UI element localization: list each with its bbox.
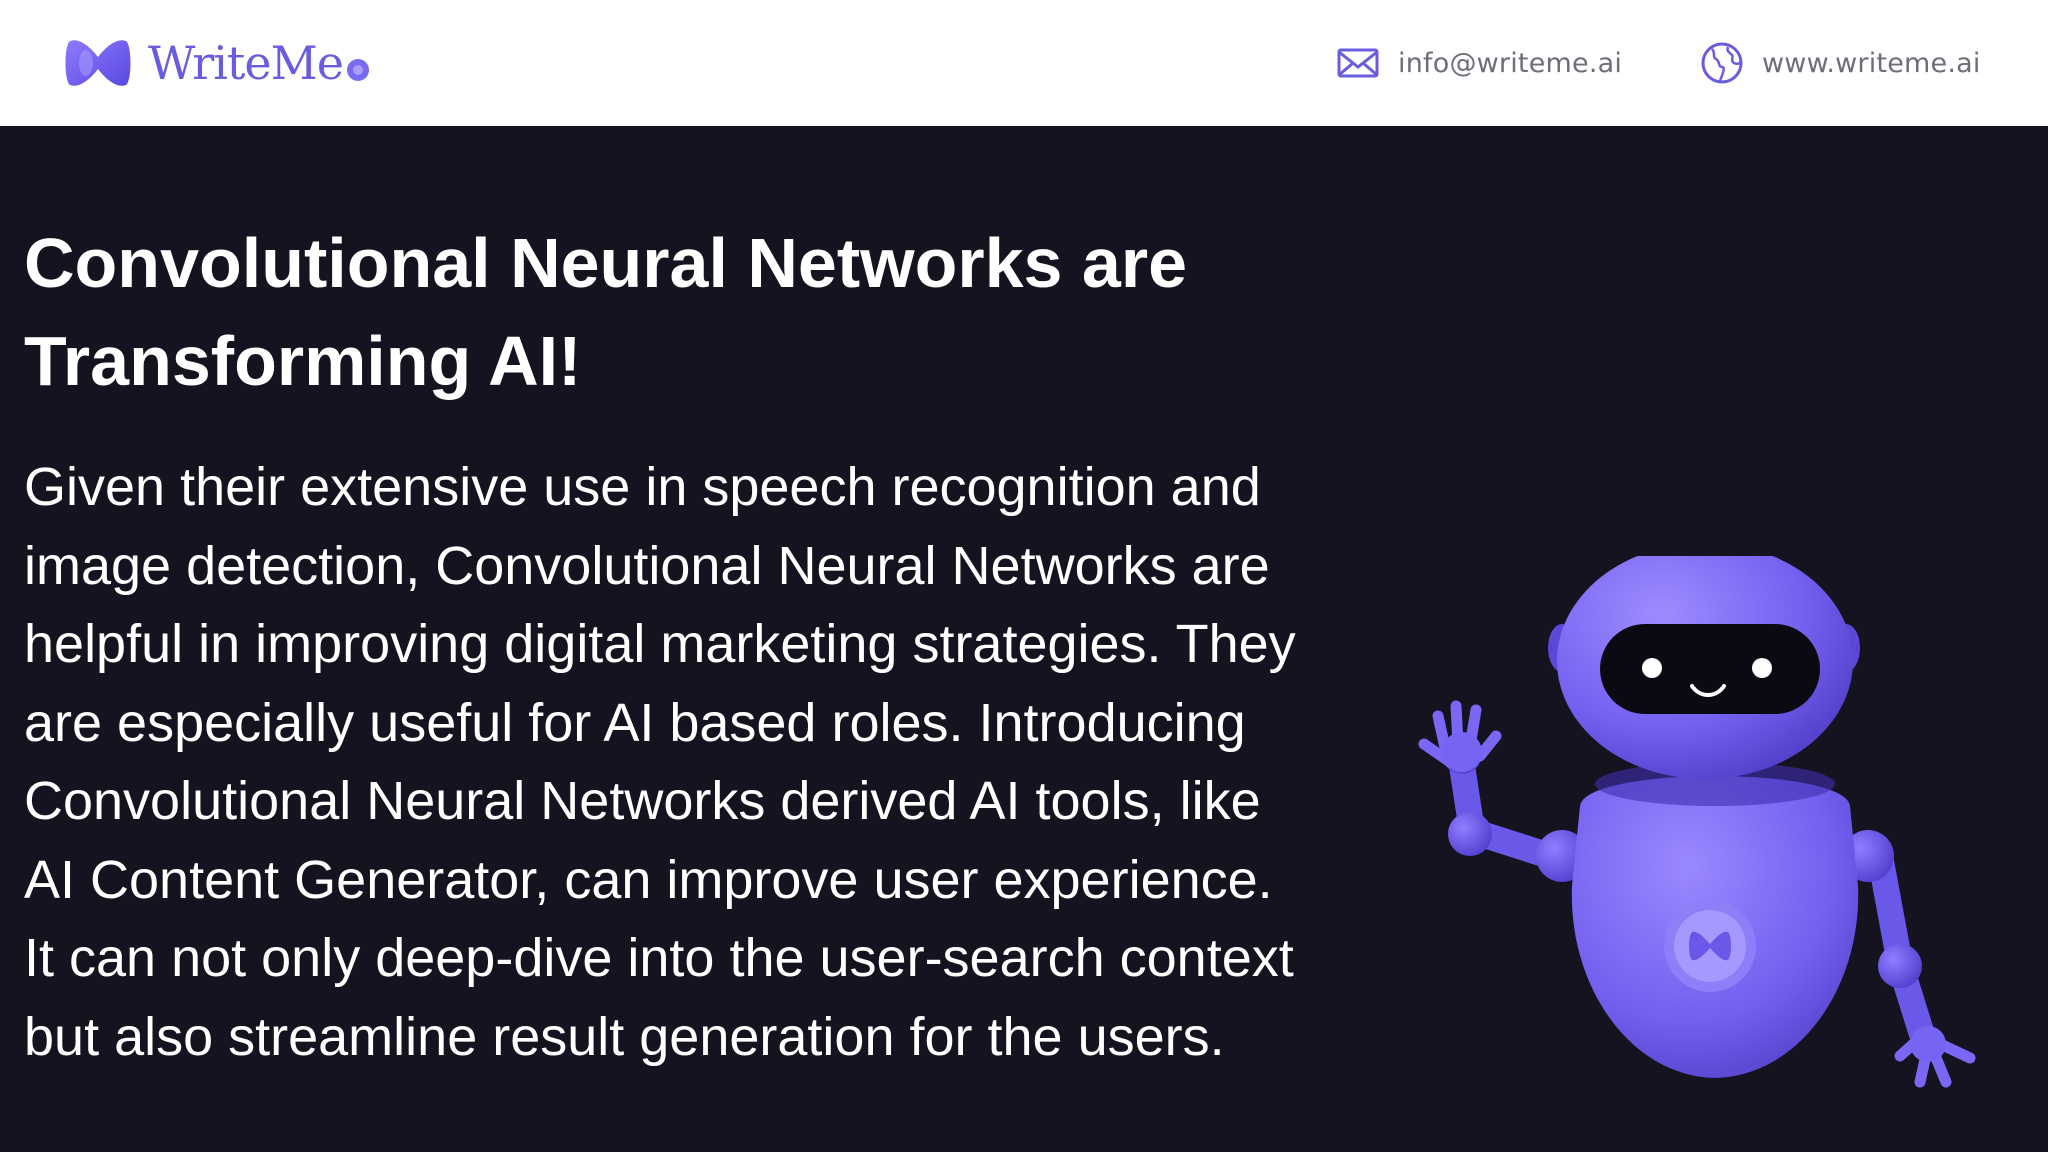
paragraph-line: Given their extensive use in speech reco… xyxy=(24,457,1261,517)
paragraph-line: helpful in improving digital marketing s… xyxy=(24,614,1296,674)
website-text: www.writeme.ai xyxy=(1762,47,1981,79)
writeme-logo-icon xyxy=(65,40,131,86)
paragraph-line: It can not only deep-dive into the user-… xyxy=(24,928,1294,988)
brand-dot-icon xyxy=(346,59,369,81)
body-paragraph: Given their extensive use in speech reco… xyxy=(24,448,1404,1076)
email-text: info@writeme.ai xyxy=(1398,47,1623,79)
contact-email[interactable]: info@writeme.ai xyxy=(1336,38,1622,88)
globe-icon xyxy=(1701,42,1743,84)
title-line: Transforming AI! xyxy=(24,322,582,400)
brand[interactable]: WriteMe xyxy=(64,30,370,96)
title-line: Convolutional Neural Networks are xyxy=(24,224,1188,302)
paragraph-line: but also streamline result generation fo… xyxy=(24,1006,1225,1067)
paragraph-line: image detection, Convolutional Neural Ne… xyxy=(24,535,1270,596)
contact-website[interactable]: www.writeme.ai xyxy=(1700,38,1981,88)
mail-icon xyxy=(1337,48,1379,78)
waving-robot-illustration xyxy=(1418,556,1976,1088)
paragraph-line: AI Content Generator, can improve user e… xyxy=(24,849,1273,910)
paragraph-line: Convolutional Neural Networks derived AI… xyxy=(24,771,1261,831)
brand-name: WriteMe xyxy=(148,36,344,90)
paragraph-line: are especially useful for AI based roles… xyxy=(24,692,1246,753)
header-bar: WriteMe info@writeme.ai www.writeme.ai xyxy=(0,0,2048,126)
